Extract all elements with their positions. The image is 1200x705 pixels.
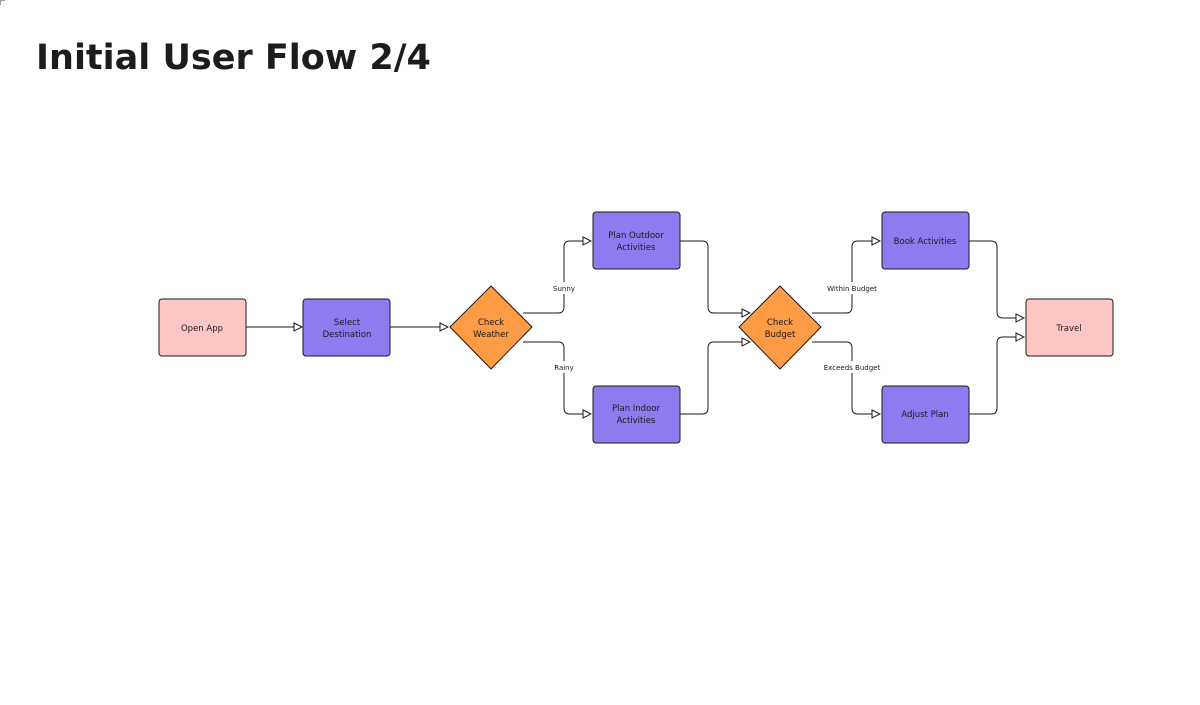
node-plan-indoor-label-2: Activities bbox=[617, 416, 656, 426]
node-plan-outdoor[interactable] bbox=[592, 211, 681, 270]
node-check-weather-label-2: Weather bbox=[473, 330, 509, 340]
node-travel-label: Travel bbox=[1055, 324, 1081, 334]
edge-adjust-to-travel[interactable] bbox=[969, 337, 1024, 415]
node-plan-indoor-label-1: Plan Indoor bbox=[612, 404, 660, 414]
edge-weather-to-outdoor[interactable] bbox=[523, 241, 591, 314]
edge-budget-to-adjust[interactable] bbox=[812, 341, 880, 414]
node-check-budget[interactable] bbox=[738, 285, 822, 370]
node-book-activities-label: Book Activities bbox=[894, 237, 957, 247]
node-adjust-plan-label: Adjust Plan bbox=[901, 410, 948, 420]
node-open-app-label: Open App bbox=[181, 324, 223, 334]
node-check-weather[interactable] bbox=[449, 285, 533, 370]
node-travel[interactable] bbox=[1025, 298, 1114, 357]
canvas-corner-marker bbox=[0, 0, 5, 5]
node-adjust-plan[interactable] bbox=[881, 385, 970, 444]
edge-label-sunny: Sunny bbox=[553, 285, 575, 293]
node-select-destination-label-1: Select bbox=[334, 318, 361, 328]
edge-budget-to-book[interactable] bbox=[812, 241, 880, 314]
node-select-destination-label-2: Destination bbox=[323, 330, 372, 340]
node-check-weather-label-1: Check bbox=[478, 318, 504, 328]
edge-label-exceeds-budget: Exceeds Budget bbox=[824, 364, 881, 372]
page-title: Initial User Flow 2/4 bbox=[36, 38, 431, 78]
edge-book-to-travel[interactable] bbox=[969, 240, 1024, 318]
node-open-app[interactable] bbox=[158, 298, 247, 357]
edge-label-rainy: Rainy bbox=[554, 364, 574, 372]
node-book-activities[interactable] bbox=[881, 211, 970, 270]
node-select-destination[interactable] bbox=[302, 298, 391, 357]
edge-weather-to-indoor[interactable] bbox=[523, 341, 591, 414]
node-plan-indoor[interactable] bbox=[592, 385, 681, 444]
node-check-budget-label-2: Budget bbox=[765, 330, 796, 340]
node-plan-outdoor-label-2: Activities bbox=[617, 243, 656, 253]
node-check-budget-label-1: Check bbox=[767, 318, 793, 328]
edge-label-within-budget: Within Budget bbox=[827, 285, 877, 293]
edge-indoor-to-budget[interactable] bbox=[680, 342, 750, 415]
edge-outdoor-to-budget[interactable] bbox=[680, 240, 750, 313]
node-plan-outdoor-label-1: Plan Outdoor bbox=[608, 231, 664, 241]
